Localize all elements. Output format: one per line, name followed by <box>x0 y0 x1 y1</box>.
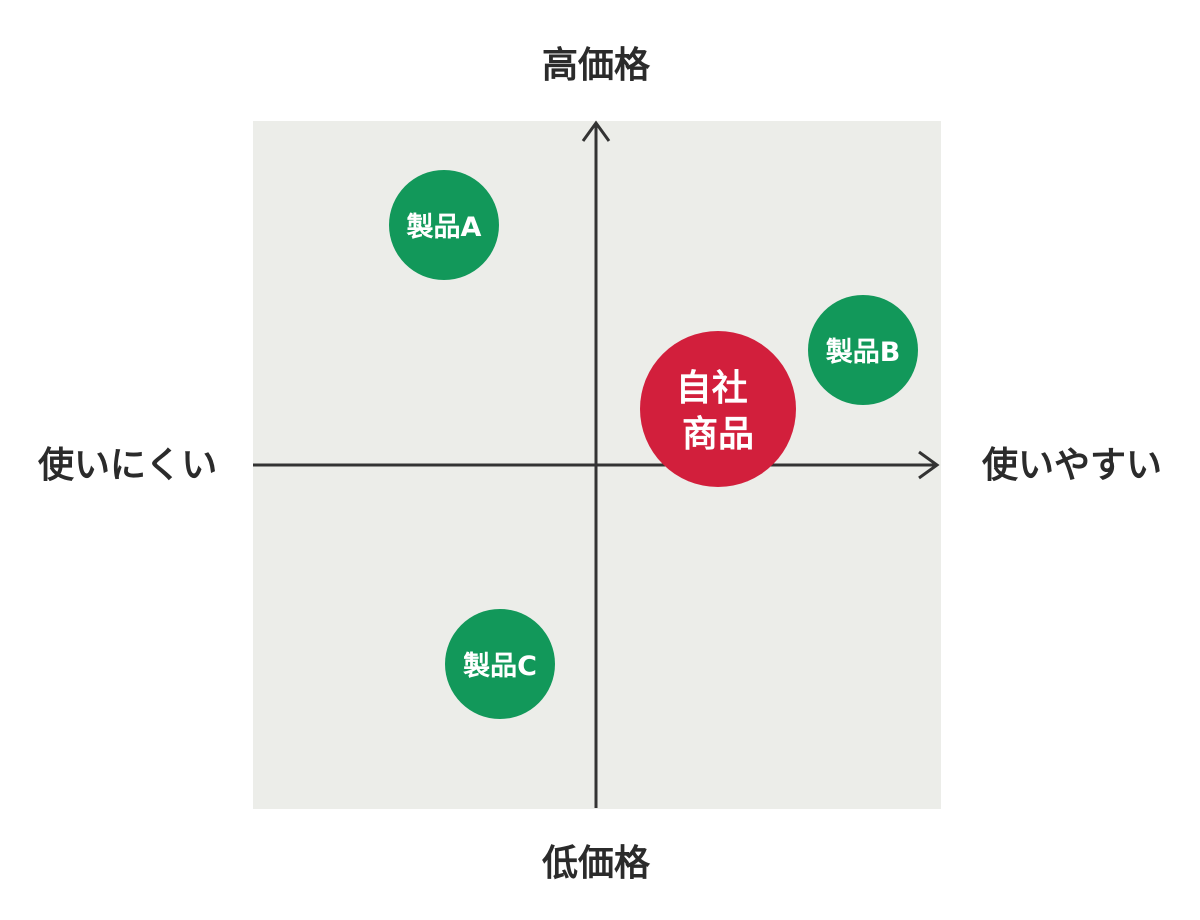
bubble-product-a-circle <box>389 170 499 280</box>
axis-label-easy-to-use: 使いやすい <box>982 445 1163 486</box>
bubble-product-b-circle <box>808 295 918 405</box>
axis-label-hard-to-use: 使いにくい <box>38 445 218 486</box>
bubble-product-b: 製品B <box>808 295 918 405</box>
vertical-axis-arrowhead <box>581 120 611 142</box>
bubble-product-c-label: 製品C <box>463 651 537 682</box>
bubble-product-c: 製品C <box>445 609 555 719</box>
bubble-own-product-line-1: 自社 <box>676 368 748 409</box>
bubble-own-product-circle <box>640 331 796 487</box>
bubble-product-b-label: 製品B <box>826 337 901 368</box>
axis-label-high-price: 高価格 <box>541 45 650 86</box>
bubble-own-product-label: 自社 商品 <box>676 368 761 455</box>
bubble-product-a-label: 製品A <box>407 212 482 243</box>
bubble-product-a: 製品A <box>389 170 499 280</box>
axis-label-low-price: 低価格 <box>541 843 650 884</box>
horizontal-axis-arrowhead <box>918 450 940 480</box>
bubble-own-product-line-2: 商品 <box>682 414 754 455</box>
bubble-product-c-circle <box>445 609 555 719</box>
bubble-own-product: 自社 商品 <box>640 331 796 487</box>
